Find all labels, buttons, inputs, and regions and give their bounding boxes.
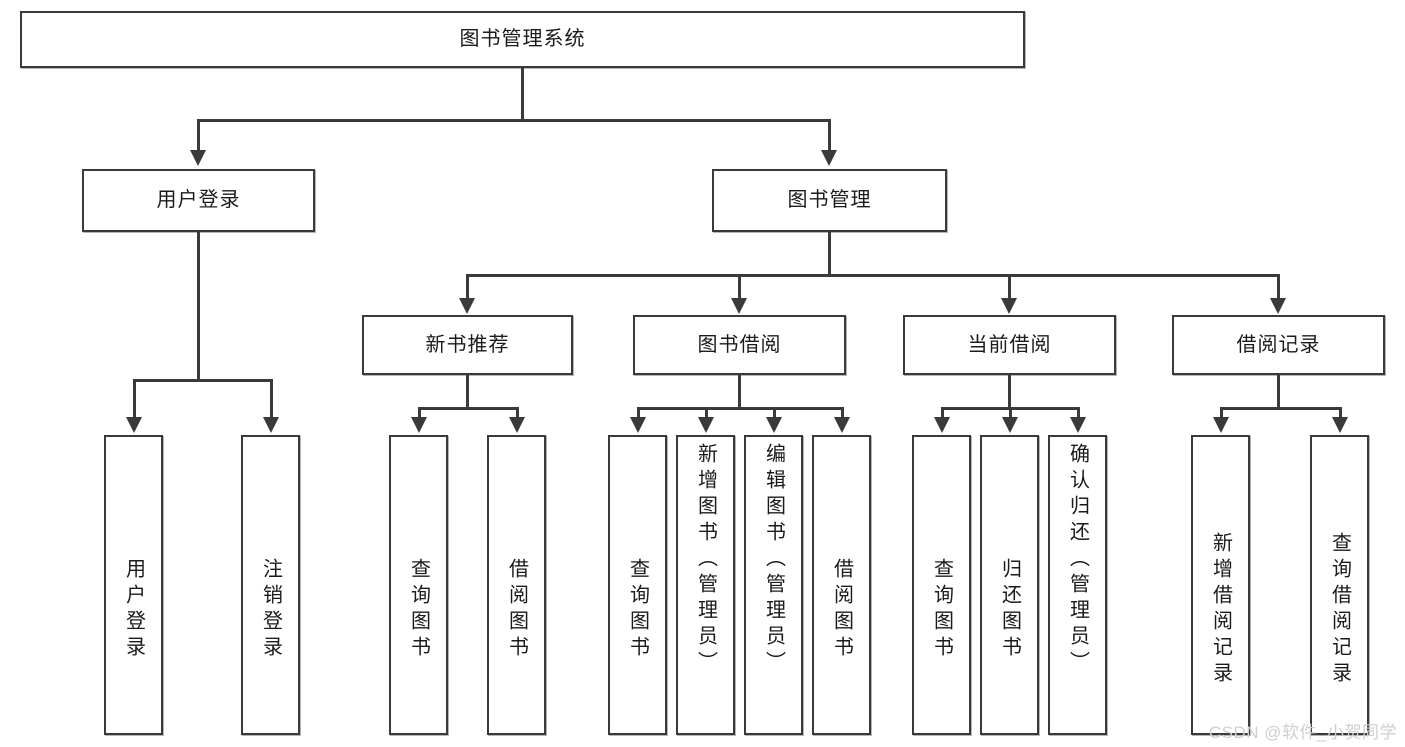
arrowhead-borrow-record [1270, 298, 1286, 314]
leaf-user-login-login[interactable]: 用户登录 [104, 435, 163, 735]
arrowhead-book-borrow [731, 298, 747, 314]
leaf-current-borrow-return[interactable]: 归还图书 [980, 435, 1039, 735]
leaf-label: 用户登录 [122, 558, 145, 662]
connector-new-book-child-1 [418, 407, 421, 419]
connector-new-book-child-2 [516, 407, 519, 419]
node-label: 图书管理系统 [459, 28, 586, 50]
connector-book-borrow-stem [738, 375, 741, 409]
leaf-label: 编辑图书（管理员） [762, 443, 785, 677]
connector-new-book-bus [418, 407, 516, 410]
node-label: 图书借阅 [697, 333, 782, 356]
arrowhead-br-child-2 [1332, 417, 1348, 433]
leaf-new-book-query[interactable]: 查询图书 [389, 435, 448, 735]
connector-user-login-child-2 [270, 379, 273, 419]
leaf-current-borrow-confirm[interactable]: 确认归还（管理员） [1048, 435, 1107, 735]
arrowhead-cb-child-2 [1002, 417, 1018, 433]
connector-br-child-2 [1339, 407, 1342, 419]
leaf-book-borrow-edit[interactable]: 编辑图书（管理员） [744, 435, 803, 735]
leaf-label: 新增借阅记录 [1209, 532, 1232, 688]
connector-new-book-stem [466, 375, 469, 409]
connector-root-stem [521, 68, 524, 120]
arrowhead-bb-child-3 [766, 417, 782, 433]
arrowhead-bb-child-2 [698, 417, 714, 433]
leaf-label: 查询借阅记录 [1328, 532, 1351, 688]
connector-root-to-book-manage [828, 119, 831, 152]
connector-bb-child-4 [841, 407, 844, 419]
connector-to-current-borrow [1008, 274, 1011, 300]
arrowhead-user-login [190, 150, 206, 166]
leaf-label: 借阅图书 [505, 558, 528, 662]
leaf-user-login-logout[interactable]: 注销登录 [241, 435, 300, 735]
arrowhead-leaf-logout [263, 417, 279, 433]
connector-root-bus [197, 119, 830, 122]
node-borrow-record[interactable]: 借阅记录 [1172, 315, 1385, 375]
leaf-label: 注销登录 [259, 558, 282, 662]
connector-cb-child-2 [1009, 407, 1012, 419]
leaf-borrow-record-query[interactable]: 查询借阅记录 [1310, 435, 1369, 735]
leaf-label: 查询图书 [930, 558, 953, 662]
connector-br-child-1 [1220, 407, 1223, 419]
arrowhead-nb-child-2 [509, 417, 525, 433]
arrowhead-br-child-1 [1213, 417, 1229, 433]
connector-user-login-stem [197, 232, 200, 382]
connector-borrow-record-stem [1277, 375, 1280, 409]
connector-user-login-child-1 [133, 379, 136, 419]
connector-book-borrow-bus [637, 407, 841, 410]
connector-to-borrow-record [1277, 274, 1280, 300]
leaf-label: 查询图书 [626, 558, 649, 662]
node-user-login[interactable]: 用户登录 [82, 169, 315, 232]
arrowhead-bb-child-1 [630, 417, 646, 433]
node-root-system[interactable]: 图书管理系统 [20, 11, 1025, 68]
connector-cb-child-1 [941, 407, 944, 419]
connector-current-borrow-stem [1008, 375, 1011, 409]
node-label: 用户登录 [156, 189, 241, 211]
leaf-label: 借阅图书 [830, 558, 853, 662]
leaf-label: 确认归还（管理员） [1066, 443, 1089, 677]
arrowhead-bb-child-4 [834, 417, 850, 433]
node-current-borrow[interactable]: 当前借阅 [903, 315, 1116, 375]
connector-book-manage-bus [466, 274, 1279, 277]
arrowhead-leaf-user-login [126, 417, 142, 433]
arrowhead-cb-child-3 [1070, 417, 1086, 433]
leaf-label: 归还图书 [998, 558, 1021, 662]
arrowhead-cb-child-1 [934, 417, 950, 433]
connector-user-login-bus [133, 379, 270, 382]
node-new-book-recommend[interactable]: 新书推荐 [362, 315, 573, 375]
connector-bb-child-1 [637, 407, 640, 419]
connector-borrow-record-bus [1220, 407, 1339, 410]
leaf-current-borrow-query[interactable]: 查询图书 [912, 435, 971, 735]
connector-bb-child-2 [705, 407, 708, 419]
leaf-label: 查询图书 [407, 558, 430, 662]
connector-bb-child-3 [773, 407, 776, 419]
connector-cb-child-3 [1077, 407, 1080, 419]
arrowhead-nb-child-1 [411, 417, 427, 433]
node-label: 新书推荐 [425, 333, 510, 356]
node-label: 当前借阅 [967, 333, 1052, 356]
leaf-borrow-record-add[interactable]: 新增借阅记录 [1191, 435, 1250, 735]
connector-to-book-borrow [738, 274, 741, 300]
node-book-management[interactable]: 图书管理 [712, 169, 947, 232]
arrowhead-book-manage [821, 150, 837, 166]
leaf-new-book-borrow[interactable]: 借阅图书 [487, 435, 546, 735]
leaf-book-borrow-query[interactable]: 查询图书 [608, 435, 667, 735]
leaf-label: 新增图书（管理员） [694, 443, 717, 677]
connector-root-to-user-login [197, 119, 200, 152]
node-book-borrow[interactable]: 图书借阅 [633, 315, 846, 375]
connector-book-manage-stem [828, 232, 831, 275]
node-label: 图书管理 [787, 189, 872, 211]
arrowhead-current-borrow [1001, 298, 1017, 314]
leaf-book-borrow-add[interactable]: 新增图书（管理员） [676, 435, 735, 735]
arrowhead-new-book [459, 298, 475, 314]
node-label: 借阅记录 [1236, 333, 1321, 356]
leaf-book-borrow-borrow[interactable]: 借阅图书 [812, 435, 871, 735]
connector-to-new-book [466, 274, 469, 300]
